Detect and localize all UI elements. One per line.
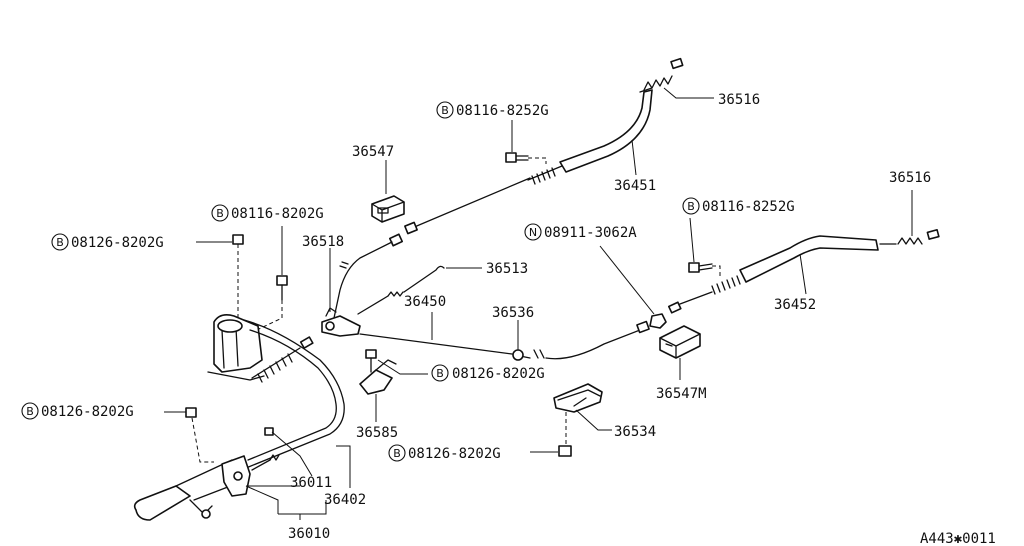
label-08126-8202G-c: 08126-8202G [41,404,134,420]
main-cable-36450 [359,320,650,361]
bolt-badge-left-a: B [51,233,69,251]
bolt-badge-top: B [436,101,454,119]
leader-bolt-right [689,217,695,263]
clip-36547M [659,325,701,359]
nut-08911 [649,313,667,329]
label-36547M: 36547M [656,386,707,402]
label-36534: 36534 [614,424,656,440]
label-36450: 36450 [404,294,446,310]
lever-assembly-36010 [133,319,345,521]
leader-36451 [631,139,637,176]
label-36518: 36518 [302,234,344,250]
label-08126-8202G-b: 08126-8202G [452,366,545,382]
label-36452: 36452 [774,297,816,313]
bolt-badge-bottom: B [388,444,406,462]
label-36451: 36451 [614,178,656,194]
bolt-badge-mid: B [431,364,449,382]
svg-text:B: B [436,367,444,380]
spring-36513 [357,265,445,315]
label-36402: 36402 [324,492,366,508]
bolt-top [505,152,547,164]
leader-bolt-b-mid [377,359,428,375]
equalizer-yoke [321,307,361,337]
support-bracket [196,226,288,381]
svg-text:B: B [56,236,64,249]
bolt-badge-left-b: B [21,402,39,420]
bolt-bottom [530,445,572,457]
nut-badge: N [524,223,542,241]
clip-36547 [371,195,405,223]
leader-36516-top [663,87,714,99]
label-08126-8202G-d: 08126-8202G [408,446,501,462]
front-cable-36518 [333,233,404,319]
bracket-36534 [553,383,603,413]
label-36585: 36585 [356,425,398,441]
svg-text:B: B [26,405,34,418]
bracket-36585 [359,349,397,395]
leader-nut [599,245,655,315]
label-36011: 36011 [290,475,332,491]
svg-text:N: N [529,226,537,239]
bolt-right [688,262,721,278]
svg-text:B: B [393,447,401,460]
svg-text:B: B [687,200,695,213]
label-36547: 36547 [352,144,394,160]
bolt-badge-left-upper: B [211,204,229,222]
label-08116-8202G: 08116-8202G [231,206,324,222]
rear-cable-36452 [667,229,940,314]
label-08116-8252G-right: 08116-8252G [702,199,795,215]
leader-36402 [336,445,351,488]
label-36010: 36010 [288,526,330,542]
label-08116-8252G-top: 08116-8252G [456,103,549,119]
svg-text:B: B [441,104,449,117]
leader-36011 [271,431,313,477]
label-08126-8202G-a: 08126-8202G [71,235,164,251]
figure-code: A443✱0011 [920,531,996,546]
rear-cable-36451 [404,57,684,235]
label-36513: 36513 [486,261,528,277]
label-36516-right: 36516 [889,170,931,186]
bolt-badge-right: B [682,197,700,215]
leader-36010 [245,485,327,520]
label-08911-3062A: 08911-3062A [544,225,637,241]
label-36536: 36536 [492,305,534,321]
leader-36534 [575,409,612,431]
label-36516-top: 36516 [718,92,760,108]
svg-text:B: B [216,207,224,220]
leader-36452 [799,253,807,295]
